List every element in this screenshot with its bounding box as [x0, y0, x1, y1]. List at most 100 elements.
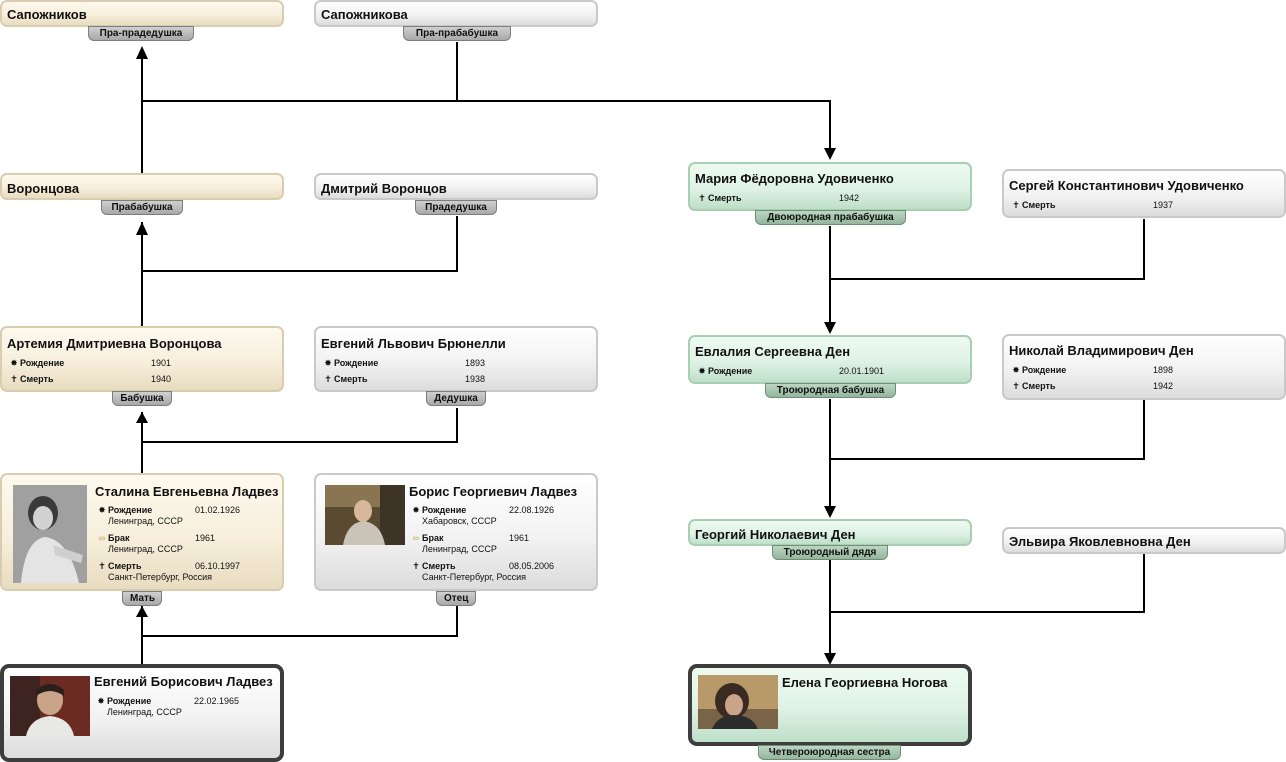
- relation-badge: Мать: [122, 591, 162, 606]
- person-card-dmitriy[interactable]: Дмитрий Воронцов: [314, 173, 598, 200]
- relation-badge: Четвероюродная сестра: [758, 745, 901, 760]
- birth-date: 22.08.1926: [509, 505, 555, 515]
- arrow-up-icon: [136, 412, 148, 423]
- relation-badge: Дедушка: [426, 391, 486, 406]
- marriage-place: Ленинград, СССР: [422, 544, 497, 554]
- portrait-photo: [325, 485, 405, 545]
- arrow-up-icon: [136, 46, 148, 59]
- person-card-elvira[interactable]: Эльвира Яковлевновна Ден: [1002, 527, 1286, 554]
- person-name: Георгий Николаевич Ден: [695, 527, 856, 542]
- birth-date: 1893: [465, 358, 486, 368]
- person-card-artemiya[interactable]: Артемия Дмитриевна Воронцова ✸Рождение 1…: [0, 326, 284, 392]
- birth-place: Ленинград, СССР: [108, 516, 183, 526]
- birth-star-icon: ✸: [698, 366, 706, 376]
- birth-event: ✸Рождение: [8, 358, 64, 369]
- death-event: ✝Смерть: [322, 374, 367, 385]
- connector-line: [142, 605, 458, 637]
- marriage-rings-icon: ∞: [412, 533, 420, 543]
- arrow-down-icon: [824, 322, 836, 334]
- arrow-up-icon: [136, 222, 148, 235]
- death-date: 1938: [465, 374, 486, 384]
- death-event: ✝Смерть: [696, 193, 741, 204]
- arrow-down-icon: [824, 653, 836, 665]
- person-name: Артемия Дмитриевна Воронцова: [7, 336, 222, 351]
- person-card-elena[interactable]: Елена Георгиевна Ногова: [688, 664, 972, 746]
- death-place: Санкт-Петербург, Россия: [108, 572, 213, 582]
- person-card-evgeniy-lvovich[interactable]: Евгений Львович Брюнелли ✸Рождение 1893 …: [314, 326, 598, 392]
- connector-line: [142, 408, 458, 443]
- person-card-mariya[interactable]: Мария Фёдоровна Удовиченко ✝Смерть 1942: [688, 162, 972, 211]
- person-name: Сапожникова: [321, 7, 408, 22]
- person-card-georgiy[interactable]: Георгий Николаевич Ден: [688, 519, 972, 546]
- death-date: 1940: [151, 374, 172, 384]
- death-cross-icon: ✝: [1012, 381, 1020, 391]
- death-event: ✝Смерть: [1010, 200, 1055, 211]
- relation-badge: Пра-прабабушка: [403, 26, 511, 41]
- person-name: Евлалия Сергеевна Ден: [695, 344, 851, 359]
- death-cross-icon: ✝: [412, 561, 420, 571]
- marriage-place: Ленинград, СССР: [108, 544, 183, 554]
- birth-date: 01.02.1926: [195, 505, 241, 515]
- marriage-date: 1961: [509, 533, 530, 543]
- birth-star-icon: ✸: [97, 696, 105, 706]
- death-event: ✝Смерть: [1010, 381, 1055, 392]
- marriage-rings-icon: ∞: [98, 533, 106, 543]
- arrow-up-icon: [136, 606, 148, 617]
- birth-place: Ленинград, СССР: [107, 707, 182, 717]
- person-name: Сапожников: [7, 7, 87, 22]
- connector-line: [830, 219, 1145, 280]
- death-event: ✝Смерть: [8, 374, 53, 385]
- birth-star-icon: ✸: [98, 505, 106, 515]
- person-card-sapozhnikov[interactable]: Сапожников: [0, 0, 284, 27]
- birth-date: 1898: [1153, 365, 1174, 375]
- person-card-evlaliya[interactable]: Евлалия Сергеевна Ден ✸Рождение 20.01.19…: [688, 335, 972, 384]
- relation-badge: Прадедушка: [415, 200, 497, 215]
- death-date: 1937: [1153, 200, 1174, 210]
- birth-star-icon: ✸: [412, 505, 420, 515]
- portrait-photo: [10, 676, 90, 736]
- birth-star-icon: ✸: [324, 358, 332, 368]
- birth-event: ✸Рождение: [322, 358, 378, 369]
- death-date: 1942: [1153, 381, 1174, 391]
- death-date: 08.05.2006: [509, 561, 555, 571]
- death-cross-icon: ✝: [324, 374, 332, 384]
- birth-event: ✸Рождение: [696, 366, 752, 377]
- person-name: Дмитрий Воронцов: [321, 181, 447, 196]
- relation-badge: Пра-прадедушка: [88, 26, 194, 41]
- person-name: Евгений Львович Брюнелли: [321, 336, 506, 351]
- death-cross-icon: ✝: [1012, 200, 1020, 210]
- connector-line: [457, 100, 831, 152]
- person-card-vorontsova[interactable]: Воронцова: [0, 173, 284, 200]
- person-name: Евгений Борисович Ладвез: [94, 674, 273, 689]
- death-date: 1942: [839, 193, 860, 203]
- relation-badge: Троюродный дядя: [772, 545, 888, 560]
- person-card-sapozhnikova[interactable]: Сапожникова: [314, 0, 598, 27]
- birth-place: Хабаровск, СССР: [422, 516, 497, 526]
- person-name: Борис Георгиевич Ладвез: [409, 484, 578, 499]
- birth-star-icon: ✸: [1012, 365, 1020, 375]
- relation-badge: Отец: [436, 591, 476, 606]
- death-cross-icon: ✝: [98, 561, 106, 571]
- death-cross-icon: ✝: [10, 374, 18, 384]
- relation-badge: Двоюродная прабабушка: [755, 210, 906, 225]
- connector-line: [830, 553, 1145, 613]
- marriage-date: 1961: [195, 533, 216, 543]
- person-card-sergey[interactable]: Сергей Константинович Удовиченко ✝Смерть…: [1002, 169, 1286, 218]
- birth-date: 20.01.1901: [839, 366, 885, 376]
- person-name: Сталина Евгеньевна Ладвез: [95, 484, 279, 499]
- death-cross-icon: ✝: [698, 193, 706, 203]
- connector-line: [142, 42, 458, 102]
- person-name: Эльвира Яковлевновна Ден: [1009, 534, 1191, 549]
- relation-badge: Троюродная бабушка: [765, 383, 896, 398]
- person-card-nikolay[interactable]: Николай Владимирович Ден ✸Рождение 1898 …: [1002, 334, 1286, 400]
